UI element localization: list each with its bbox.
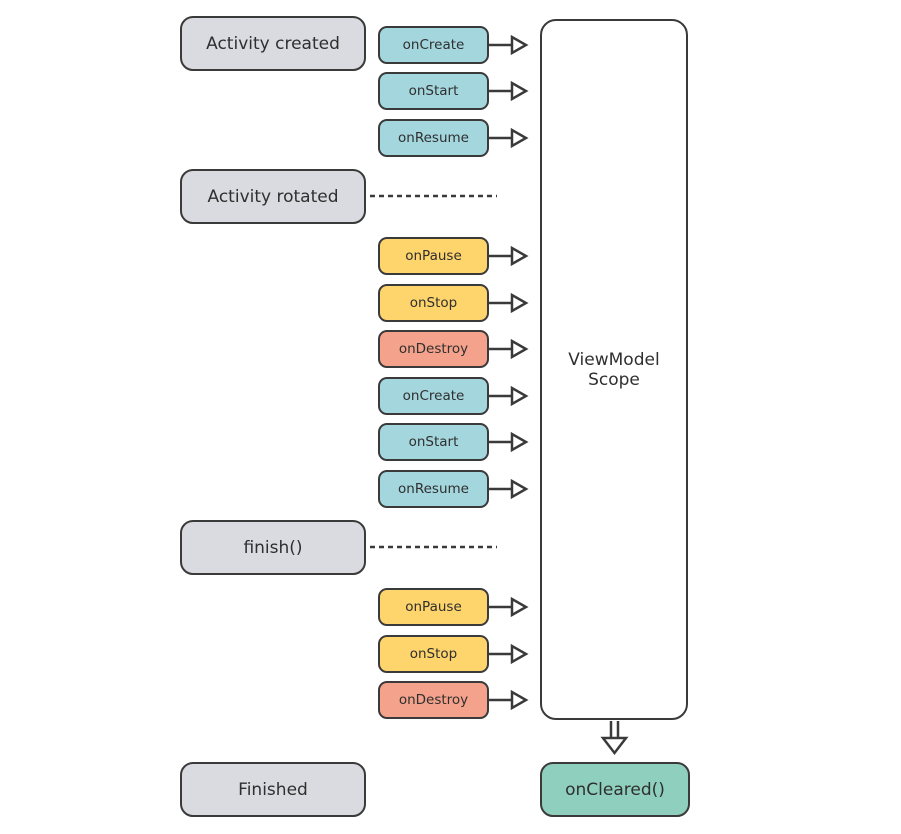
- arrow-head: [510, 245, 529, 267]
- state-label: Activity rotated: [207, 186, 339, 207]
- callback-oncreate: onCreate: [378, 377, 489, 415]
- callback-label: onPause: [405, 599, 462, 615]
- callback-onresume: onResume: [378, 470, 489, 508]
- down-arrow: [600, 721, 629, 756]
- callback-ondestroy: onDestroy: [378, 330, 489, 368]
- callback-oncreate: onCreate: [378, 26, 489, 64]
- arrow-head: [510, 431, 529, 453]
- state-label: finish(): [243, 537, 303, 558]
- callback-label: onPause: [405, 248, 462, 264]
- callback-label: onStop: [409, 295, 458, 311]
- callback-label: onResume: [398, 130, 469, 146]
- state-activity-rotated: Activity rotated: [180, 169, 366, 224]
- viewmodel-label-line2: Scope: [588, 369, 640, 390]
- state-activity-created: Activity created: [180, 16, 366, 71]
- arrow-head: [510, 478, 529, 500]
- arrow-head: [510, 338, 529, 360]
- callback-label: onDestroy: [398, 341, 469, 357]
- callback-onresume: onResume: [378, 119, 489, 157]
- arrow-head: [510, 127, 529, 149]
- arrow-head: [510, 385, 529, 407]
- callback-onpause: onPause: [378, 588, 489, 626]
- arrow-head: [510, 689, 529, 711]
- arrow-head: [510, 80, 529, 102]
- viewmodel-label-line1: ViewModel: [568, 349, 660, 370]
- callback-onstop: onStop: [378, 284, 489, 322]
- state-finish: finish(): [180, 520, 366, 575]
- arrow-head: [510, 34, 529, 56]
- callback-label: onStart: [408, 434, 459, 450]
- arrow-head: [510, 292, 529, 314]
- callback-label: onDestroy: [398, 692, 469, 708]
- callback-onpause: onPause: [378, 237, 489, 275]
- callback-label: onCreate: [402, 388, 465, 404]
- arrow-head: [510, 643, 529, 665]
- callback-onstart: onStart: [378, 423, 489, 461]
- callback-onstop: onStop: [378, 635, 489, 673]
- callback-ondestroy: onDestroy: [378, 681, 489, 719]
- viewmodel-scope: ViewModel Scope: [540, 19, 688, 720]
- callback-label: onStop: [409, 646, 458, 662]
- arrow-head: [510, 596, 529, 618]
- callback-onstart: onStart: [378, 72, 489, 110]
- state-finished: Finished: [180, 762, 366, 817]
- callback-label: onCreate: [402, 37, 465, 53]
- state-label: Activity created: [206, 33, 340, 54]
- oncleared-box: onCleared(): [540, 762, 690, 817]
- callback-label: onResume: [398, 481, 469, 497]
- state-label: Finished: [238, 779, 308, 800]
- callback-label: onStart: [408, 83, 459, 99]
- oncleared-label: onCleared(): [565, 779, 665, 800]
